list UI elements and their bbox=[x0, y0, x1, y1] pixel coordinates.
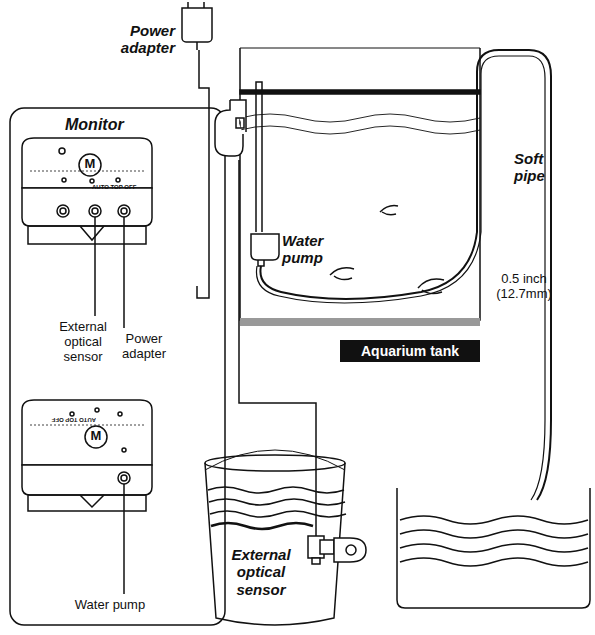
monitor-device-top bbox=[22, 138, 152, 244]
port-label: External optical sensor bbox=[48, 320, 118, 365]
monitor-device-bottom bbox=[22, 400, 152, 511]
device-text: AUTO TOP OFF bbox=[40, 416, 96, 423]
leader-line bbox=[123, 484, 125, 594]
optical-sensor bbox=[308, 536, 366, 564]
leader-line bbox=[95, 217, 124, 328]
adapter-cord bbox=[197, 42, 209, 298]
tank-band: Aquarium tank bbox=[340, 340, 480, 362]
sensor-rod bbox=[261, 90, 263, 232]
dimension-label: 0.5 inch (12.7mm) bbox=[484, 272, 564, 302]
water-reservoir bbox=[397, 488, 590, 608]
water-bucket bbox=[205, 450, 346, 625]
port-label: Power adapter bbox=[120, 332, 168, 362]
part-label: External optical sensor bbox=[216, 546, 306, 598]
node-heading: Monitor bbox=[65, 116, 225, 134]
part-label: Power adapter bbox=[100, 22, 175, 57]
water-pump bbox=[251, 234, 279, 260]
device-text: AUTO TOP OFF bbox=[92, 184, 148, 191]
power-adapter bbox=[182, 8, 212, 42]
sensor-wire bbox=[239, 160, 316, 536]
port-label: Water pump bbox=[60, 598, 160, 613]
node-heading: Aquarium tank bbox=[346, 343, 474, 359]
button-letter: M bbox=[90, 429, 102, 444]
part-label: Soft pipe bbox=[514, 150, 564, 185]
part-label: Water pump bbox=[282, 232, 342, 267]
button-letter: M bbox=[84, 157, 96, 172]
controller-clip bbox=[215, 100, 246, 156]
monitor-panel-outline bbox=[10, 108, 225, 625]
